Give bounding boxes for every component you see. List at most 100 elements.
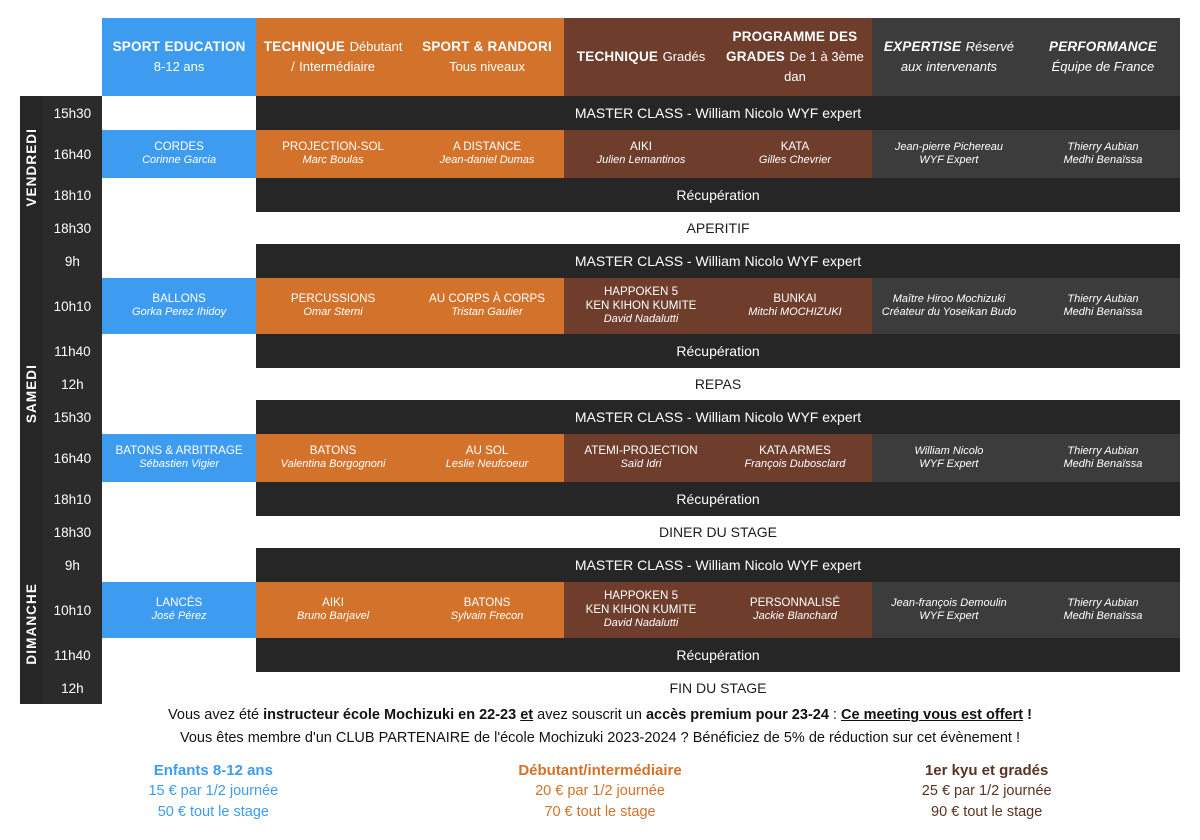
session-cell[interactable]: William Nicolo WYF Expert	[871, 434, 1026, 482]
session-cell[interactable]: KATA ARMES François Dubosclard	[717, 434, 872, 482]
table-row: 18h10 Récupération	[20, 178, 1180, 212]
session-cell[interactable]: BATONS Valentina Borgognoni	[256, 434, 411, 482]
session-title: BATONS	[463, 596, 511, 610]
price-half-day: 15 € par 1/2 journée	[148, 783, 279, 800]
column-header-sport-education[interactable]: SPORT EDUCATION 8-12 ans	[102, 18, 257, 96]
session-cell[interactable]: BATONS & ARBITRAGE Sébastien Vigier	[102, 434, 257, 482]
time-label: 18h10	[42, 482, 103, 516]
empty-cell	[102, 548, 257, 582]
session-title: CORDES	[154, 140, 204, 154]
table-row: 12h REPAS	[20, 368, 1180, 400]
header-row: SPORT EDUCATION 8-12 ans TECHNIQUE Début…	[20, 18, 1180, 96]
column-header-performance[interactable]: PERFORMANCE Équipe de France	[1025, 18, 1180, 96]
time-label: 18h30	[42, 212, 103, 244]
price-block-debutant: Débutant/intermédiaire 20 € par 1/2 jour…	[407, 760, 794, 822]
price-list: Enfants 8-12 ans 15 € par 1/2 journée 50…	[20, 760, 1180, 822]
footnote-line-2: Vous êtes membre d'un CLUB PARTENAIRE de…	[179, 730, 1020, 747]
banner-diner: DINER DU STAGE	[256, 516, 1180, 548]
price-title: Enfants 8-12 ans	[153, 762, 273, 779]
column-header-technique-debutant[interactable]: TECHNIQUE Débutant / Intermédiaire	[256, 18, 411, 96]
table-row: VENDREDI 15h30 MASTER CLASS - William Ni…	[20, 96, 1180, 244]
session-cell[interactable]: BATONS Sylvain Frecon	[410, 582, 565, 638]
session-title: KATA ARMES	[759, 444, 831, 458]
session-cell[interactable]: PROJECTION-SOL Marc Boulas	[256, 130, 411, 178]
session-cell[interactable]: PERSONNALISÉ Jackie Blanchard	[717, 582, 872, 638]
banner-masterclass: MASTER CLASS - William Nicolo WYF expert	[256, 96, 1180, 130]
session-cell[interactable]: Thierry Aubian Medhi Benaïssa	[1025, 130, 1180, 178]
session-instructor: Gorka Perez Ihidoy	[132, 306, 227, 319]
header-line-1: TECHNIQUE	[576, 48, 659, 64]
session-cell[interactable]: A DISTANCE Jean-daniel Dumas	[410, 130, 565, 178]
session-cell[interactable]: PERCUSSIONS Omar Sterni	[256, 278, 411, 334]
table-row: SAMEDI 9h MASTER CLASS - William Nicolo …	[20, 244, 1180, 548]
header-line-1: SPORT & RANDORI	[422, 38, 552, 54]
header-line-1: SPORT	[112, 38, 161, 54]
empty-cell	[102, 368, 257, 400]
session-instructor: Tristan Gaulier	[451, 306, 523, 319]
session-title: AU CORPS À CORPS	[429, 292, 546, 306]
empty-cell	[102, 334, 257, 368]
session-cell[interactable]: HAPPOKEN 5 KEN KIHON KUMITE David Nadalu…	[564, 582, 718, 638]
time-label: 15h30	[42, 400, 103, 434]
session-title: Thierry Aubian	[1067, 292, 1139, 305]
table-row: DIMANCHE 9h MASTER CLASS - William Nicol…	[20, 548, 1180, 704]
session-cell[interactable]: AIKI Bruno Barjavel	[256, 582, 411, 638]
time-label: 18h10	[42, 178, 103, 212]
header-corner-time	[42, 18, 103, 96]
session-cell[interactable]: HAPPOKEN 5 KEN KIHON KUMITE David Nadalu…	[564, 278, 718, 334]
session-instructor: WYF Expert	[919, 458, 979, 470]
session-cell[interactable]: AIKI Julien Lemantinos	[564, 130, 718, 178]
session-cell[interactable]: AU SOL Leslie Neufcoeur	[410, 434, 565, 482]
price-block-enfants: Enfants 8-12 ans 15 € par 1/2 journée 50…	[20, 760, 407, 822]
session-cell[interactable]: Jean-pierre Pichereau WYF Expert	[871, 130, 1026, 178]
schedule-table: SPORT EDUCATION 8-12 ans TECHNIQUE Début…	[20, 18, 1180, 704]
session-title: HAPPOKEN 5	[603, 285, 679, 299]
time-label: 16h40	[42, 434, 103, 482]
session-cell[interactable]: CORDES Corinne Garcia	[102, 130, 257, 178]
session-title: Thierry Aubian	[1067, 596, 1139, 609]
banner-masterclass: MASTER CLASS - William Nicolo WYF expert	[256, 244, 1180, 278]
session-cell[interactable]: BUNKAI Mitchi MOCHIZUKI	[717, 278, 872, 334]
session-title: PERCUSSIONS	[290, 292, 376, 306]
session-cell[interactable]: KATA Gilles Chevrier	[717, 130, 872, 178]
session-cell[interactable]: Thierry Aubian Medhi Benaïssa	[1025, 278, 1180, 334]
session-title: BALLONS	[152, 292, 206, 306]
session-title: PROJECTION-SOL	[282, 140, 384, 154]
footnote-text: avez souscrit un	[533, 707, 646, 723]
day-label-vendredi: VENDREDI	[20, 96, 43, 244]
session-cell[interactable]: BALLONS Gorka Perez Ihidoy	[102, 278, 257, 334]
table-row: 15h30 MASTER CLASS - William Nicolo WYF …	[20, 400, 1180, 434]
session-cell[interactable]: Jean-françois Demoulin WYF Expert	[871, 582, 1026, 638]
session-cell[interactable]: ATEMI-PROJECTION Saïd Idri	[564, 434, 718, 482]
empty-cell	[102, 178, 257, 212]
column-header-sport-randori[interactable]: SPORT & RANDORI Tous niveaux	[410, 18, 565, 96]
session-title: KATA	[780, 140, 810, 154]
session-instructor: José Pérez	[151, 610, 207, 623]
column-header-expertise[interactable]: EXPERTISE Réservé aux intervenants	[871, 18, 1026, 96]
session-cell[interactable]: Thierry Aubian Medhi Benaïssa	[1025, 434, 1180, 482]
column-header-programme-des-grades[interactable]: PROGRAMME DES GRADES De 1 à 3ème dan	[717, 18, 872, 96]
session-instructor: Corinne Garcia	[142, 154, 217, 167]
session-cell[interactable]: AU CORPS À CORPS Tristan Gaulier	[410, 278, 565, 334]
footnote-bold-premium: accès premium pour 23-24	[645, 707, 829, 723]
session-title: AIKI	[322, 596, 345, 610]
column-header-technique-grades[interactable]: TECHNIQUE Gradés	[564, 18, 718, 96]
header-line-2: GRADES	[726, 48, 785, 64]
price-block-grades: 1er kyu et gradés 25 € par 1/2 journée 9…	[793, 760, 1180, 822]
session-cell[interactable]: Maître Hiroo Mochizuki Créateur du Yosei…	[871, 278, 1026, 334]
banner-aperitif: APERITIF	[256, 212, 1180, 244]
session-title: William Nicolo	[914, 444, 984, 457]
footnote-text: :	[828, 707, 841, 723]
price-full-stage: 50 € tout le stage	[157, 803, 269, 820]
session-cell[interactable]: Thierry Aubian Medhi Benaïssa	[1025, 582, 1180, 638]
session-title: BATONS	[309, 444, 357, 458]
table-row: 18h30 APERITIF	[20, 212, 1180, 244]
session-instructor: Sylvain Frecon	[450, 610, 524, 623]
session-title: BATONS & ARBITRAGE	[115, 444, 243, 458]
banner-recuperation: Récupération	[256, 334, 1180, 368]
session-cell[interactable]: LANCÉS José Pérez	[102, 582, 257, 638]
session-title-2: KEN KIHON KUMITE	[585, 299, 697, 313]
header-line-3: Intermédiaire	[299, 59, 376, 74]
header-line-2: Débutant /	[291, 38, 403, 74]
